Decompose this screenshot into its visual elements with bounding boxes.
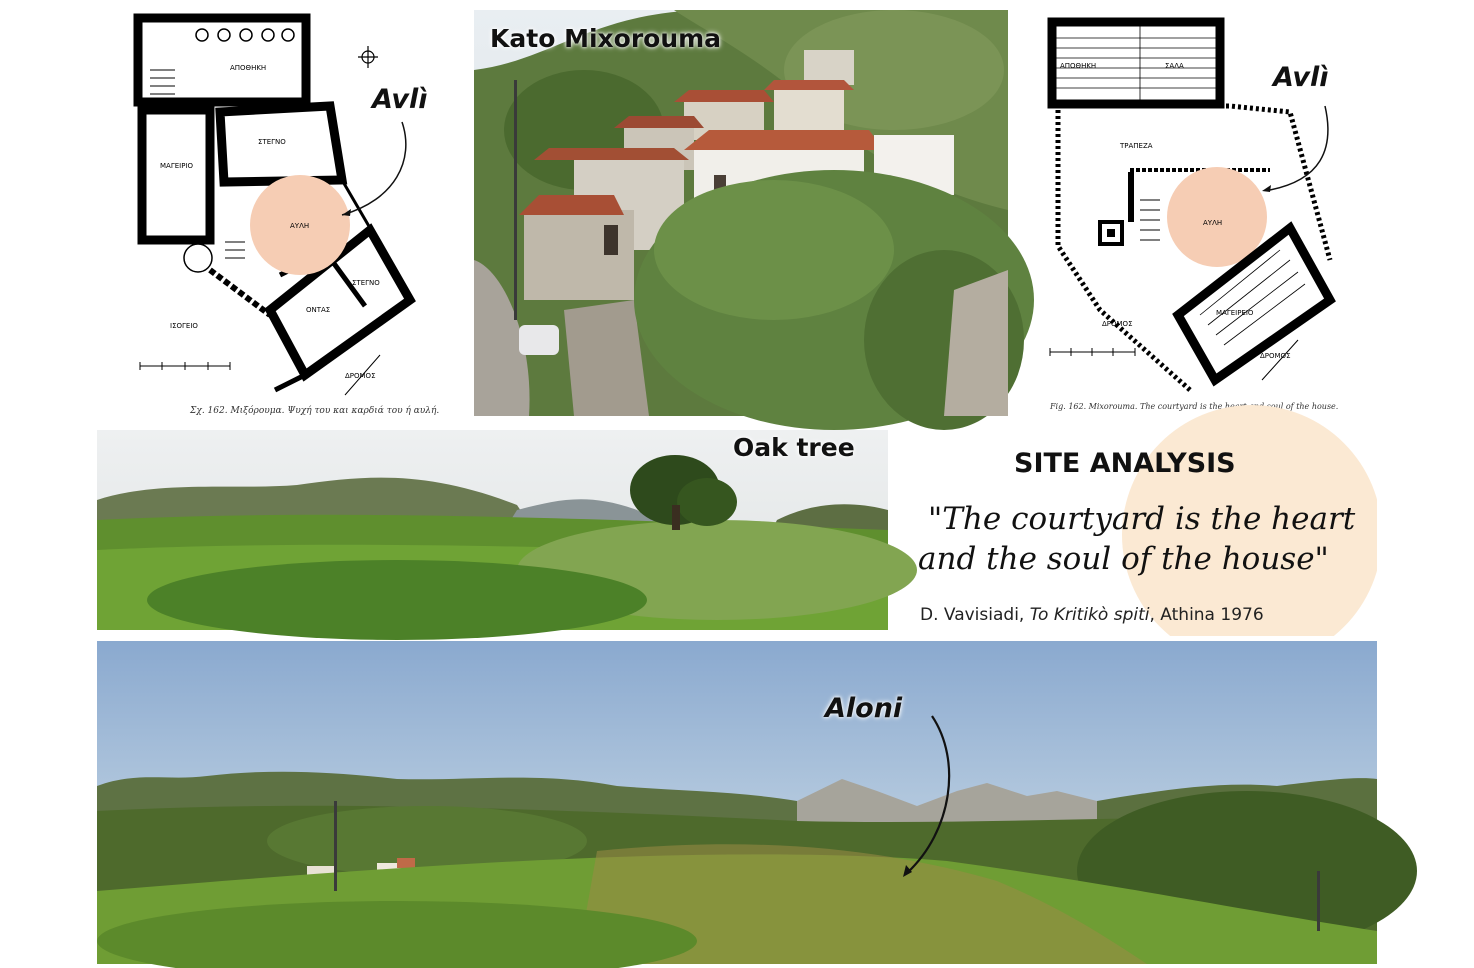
avli-label-left: Avlì (372, 84, 428, 115)
quote-citation: D. Vavisiadi, To Kritikò spiti, Athina 1… (920, 605, 1264, 625)
svg-text:ΙΣΟΓΕΙΟ: ΙΣΟΓΕΙΟ (170, 322, 198, 330)
village-label: Kato Mixorouma (490, 24, 722, 53)
oak-tree-label: Oak tree (733, 433, 855, 462)
svg-text:ΤΡΑΠΕΖΑ: ΤΡΑΠΕΖΑ (1119, 142, 1153, 150)
svg-text:ΑΥΛΗ: ΑΥΛΗ (1203, 219, 1222, 227)
aloni-photo: Aloni (97, 641, 1417, 968)
accent-circle-clip (1377, 400, 1474, 680)
site-analysis-title: SITE ANALYSIS (1014, 448, 1236, 479)
accent-circle (1122, 405, 1382, 665)
quote-line-2: and the soul of the house" (918, 541, 1329, 577)
svg-text:ΑΠΟΘΗΚΗ: ΑΠΟΘΗΚΗ (1060, 62, 1096, 70)
svg-text:ΜΑΓΕΙΡΙΟ: ΜΑΓΕΙΡΙΟ (160, 162, 194, 170)
citation-rest: , Athina 1976 (1149, 605, 1264, 625)
arrow-icon (906, 715, 951, 874)
courtyard-highlight-left (250, 175, 350, 275)
village-photo-image (474, 10, 1034, 430)
svg-text:ΔΡΟΜΟΣ: ΔΡΟΜΟΣ (1260, 352, 1291, 360)
courtyard-highlight-right (1167, 167, 1267, 267)
plan-caption-left: Σχ. 162. Μιξόρουμα. Ψυχή του και καρδιά … (190, 406, 440, 416)
aloni-label: Aloni (825, 693, 903, 724)
svg-text:ΣΤΕΓΝΟ: ΣΤΕΓΝΟ (352, 279, 380, 287)
svg-text:ΣΤΕΓΝΟ: ΣΤΕΓΝΟ (258, 138, 286, 146)
svg-text:ΔΡΟΜΟΣ: ΔΡΟΜΟΣ (1102, 320, 1133, 328)
svg-text:ΜΑΓΕΙΡΕΙΟ: ΜΑΓΕΙΡΕΙΟ (1216, 309, 1254, 317)
floor-plan-right: ΑΠΟΘΗΚΗ ΣΑΛΑ ΤΡΑΠΕΖΑ ΑΥΛΗ ΜΑΓΕΙΡΕΙΟ ΔΡΟΜ… (1040, 10, 1340, 420)
oak-tree-photo: Oak tree (97, 430, 917, 640)
aloni-photo-image (97, 641, 1417, 968)
quote-line-1: "The courtyard is the heart (928, 501, 1356, 537)
compass-icon (358, 46, 378, 68)
arrow-icon (341, 121, 407, 216)
citation-author: D. Vavisiadi, (920, 605, 1030, 625)
citation-title: To Kritikò spiti (1029, 605, 1150, 625)
plan-caption-right: Fig. 162. Mixorouma. The courtyard is th… (1050, 402, 1339, 411)
svg-text:ΣΑΛΑ: ΣΑΛΑ (1165, 62, 1184, 70)
svg-text:ΑΠΟΘΗΚΗ: ΑΠΟΘΗΚΗ (230, 64, 266, 72)
svg-text:ΑΥΛΗ: ΑΥΛΗ (290, 222, 309, 230)
svg-text:ΔΡΟΜΟΣ: ΔΡΟΜΟΣ (345, 372, 376, 380)
avli-label-right: Avlì (1273, 62, 1329, 93)
floor-plan-left: ΑΠΟΘΗΚΗ ΜΑΓΕΙΡΙΟ ΣΤΕΓΝΟ ΑΥΛΗ ΣΤΕΓΝΟ ΟΝΤΑ… (130, 10, 439, 420)
floor-plan-right-drawing: ΑΠΟΘΗΚΗ ΣΑΛΑ ΤΡΑΠΕΖΑ ΑΥΛΗ ΜΑΓΕΙΡΕΙΟ ΔΡΟΜ… (1047, 17, 1336, 392)
svg-text:ΟΝΤΑΣ: ΟΝΤΑΣ (306, 306, 330, 314)
arrow-icon (1269, 105, 1329, 191)
floor-plan-left-drawing: ΑΠΟΘΗΚΗ ΜΑΓΕΙΡΙΟ ΣΤΕΓΝΟ ΑΥΛΗ ΣΤΕΓΝΟ ΟΝΤΑ… (133, 13, 416, 396)
oak-tree-photo-image (97, 430, 917, 640)
village-photo: Kato Mixorouma (474, 10, 1034, 430)
